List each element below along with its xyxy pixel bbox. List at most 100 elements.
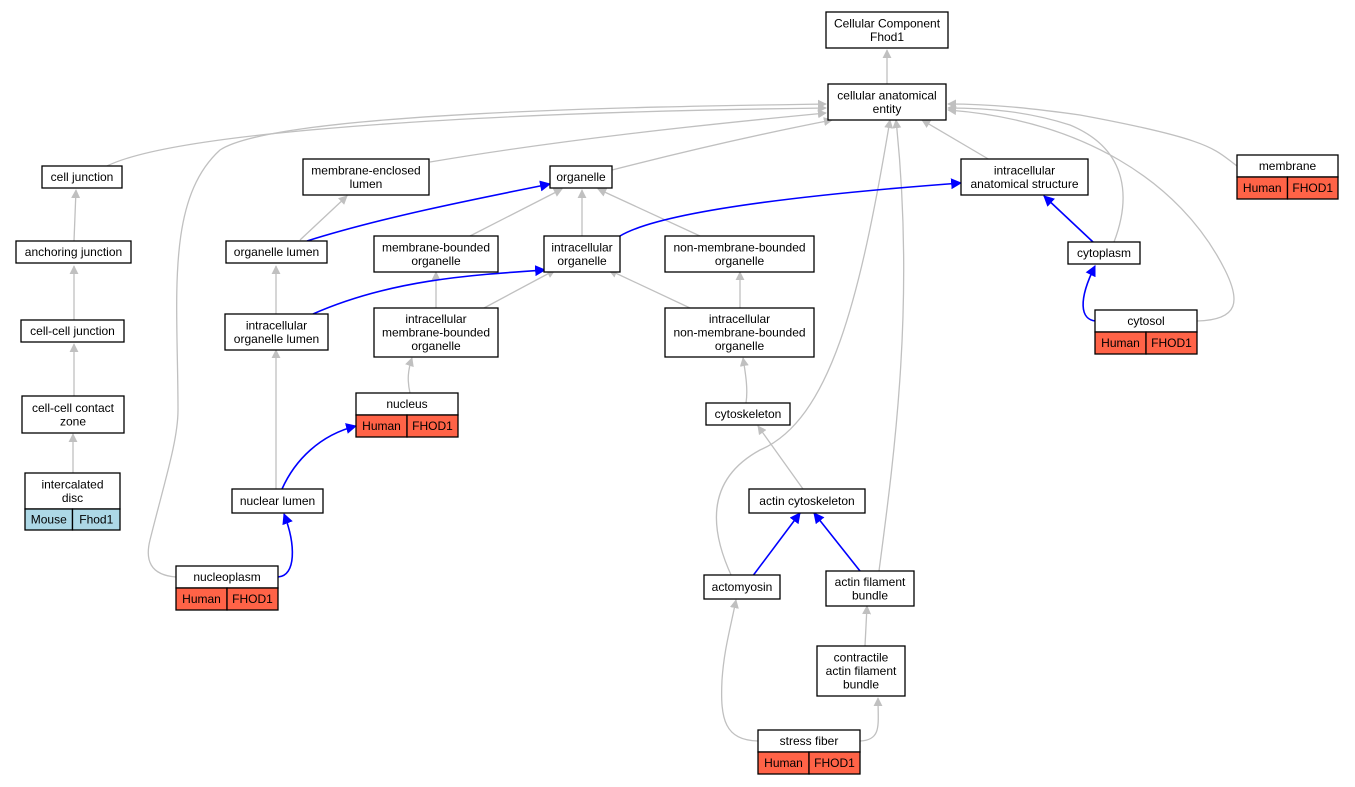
node-box-intracellular-organelle [543,235,621,273]
gene-cell [71,508,121,531]
edge-actomyosin-part-of-ac [751,512,801,578]
node-box-cytoplasm [1067,241,1141,265]
node-label: organelle [556,170,606,184]
edge-afb-part-of-ac [813,512,861,572]
edge-organelle-to-cae [611,117,833,171]
edge-nuclear-lumen-part-of-nucleus [281,423,358,490]
node-label: intercalated [41,477,103,491]
edge-stress-fiber-to-actomyosin [720,599,759,742]
edge-mel-to-cae [429,109,827,163]
node-organelle-lumen[interactable]: organelle lumen [225,240,328,264]
node-box-cae [827,83,947,121]
node-label: non-membrane-bounded [673,240,805,254]
gene-label: Fhod1 [79,513,113,527]
node-box-nuclear-lumen [231,488,324,514]
node-box-actomyosin [703,574,781,600]
node-box-organelle-lumen [225,240,328,264]
node-label: entity [873,102,902,116]
node-cell-cell-junction[interactable]: cell-cell junction [20,319,125,343]
node-box-organelle [549,165,613,189]
gene-label: FHOD1 [1151,336,1192,350]
species-label: Human [362,419,401,433]
node-box-membrane-enclosed-lumen [302,158,430,196]
gene-label: FHOD1 [412,419,453,433]
node-box-actin-cytoskeleton [748,488,866,514]
node-box-intracellular-organelle-lumen [224,313,329,351]
node-label: intracellular [246,318,307,332]
node-box-non-membrane-bounded-organelle [664,235,815,273]
node-anchoring-junction[interactable]: anchoring junction [15,240,132,264]
edge-cell-junction-to-cae [106,103,827,167]
node-cytoplasm[interactable]: cytoplasm [1067,241,1141,265]
node-cell-junction[interactable]: cell junction [41,165,123,189]
edge-nmbo-to-organelle [597,188,701,237]
edge-ol-part-of-organelle [306,180,552,242]
node-label: organelle [411,254,461,268]
edge-io-part-of-ias [619,178,963,237]
graph-edges [68,49,1238,742]
species-label: Human [1243,181,1282,195]
edge-cytoplasm-to-cae [947,103,1124,243]
edge-ol-to-mel [299,195,348,241]
node-label: membrane-bounded [382,240,490,254]
node-box-intracellular-anatomical-structure [960,158,1089,196]
node-label: membrane-enclosed [311,163,420,177]
node-label: organelle [557,254,607,268]
edge-actomyosin-to-cae [715,119,894,578]
node-organelle[interactable]: organelle [549,165,613,189]
edge-cytosol-part-of-cytoplasm [1082,265,1097,322]
node-label: cell junction [51,170,114,184]
node-label: actin filament [826,664,897,678]
node-label: nucleoplasm [193,570,260,584]
species-label: Human [182,592,221,606]
gene-label: FHOD1 [232,592,273,606]
node-actomyosin[interactable]: actomyosin [703,574,781,600]
node-label: stress fiber [780,734,839,748]
node-box-cell-cell-junction [20,319,125,343]
node-box-intercalated-disc [24,472,121,510]
gene-cell [226,587,279,611]
node-label: non-membrane-bounded [673,326,805,340]
node-label: cytoskeleton [715,407,782,421]
node-box-cell-cell-contact-zone [21,395,125,434]
node-label: lumen [350,177,383,191]
gene-cell [808,751,861,775]
node-label: intracellular [551,240,612,254]
node-box-intracellular-nmbo [664,307,815,358]
gene-cell [406,414,459,438]
node-label: cytoplasm [1077,246,1131,260]
node-label: actomyosin [712,580,773,594]
edge-cytoplasm-part-of-ias [1043,195,1094,243]
node-intracellular-nmbo[interactable]: intracellularnon-membrane-boundedorganel… [664,307,815,358]
node-cytoskeleton[interactable]: cytoskeleton [705,402,791,426]
gene-cell [1286,176,1339,200]
node-label: bundle [843,678,879,692]
node-actin-cytoskeleton[interactable]: actin cytoskeleton [748,488,866,514]
node-label: nuclear lumen [240,494,315,508]
node-nuclear-lumen[interactable]: nuclear lumen [231,488,324,514]
node-box-contractile-afb [816,645,906,697]
edge-cytosol-to-cae [947,106,1235,322]
gene-cell [1145,331,1198,355]
node-label: actin cytoskeleton [759,494,854,508]
node-box-intracellular-mbo [373,307,499,358]
